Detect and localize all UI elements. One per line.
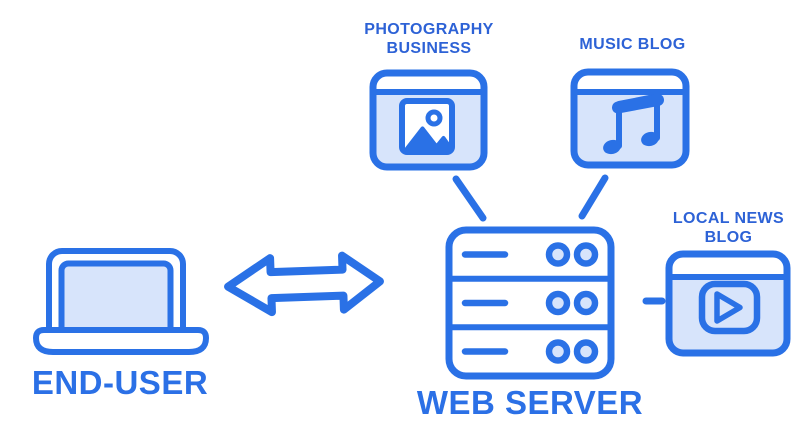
photo-image-glyph: [399, 98, 455, 155]
web-server-label: WEB SERVER: [416, 384, 644, 421]
end-user-label: END-USER: [31, 364, 209, 401]
browser-music-icon: [570, 68, 690, 169]
edge-music-to-server: [578, 174, 609, 220]
music-blog-label: MUSIC BLOG: [579, 36, 686, 53]
server-row-2: [461, 290, 599, 316]
browser-video-icon: [665, 250, 791, 357]
server-row-3: [461, 339, 599, 364]
photography-business-label: PHOTOGRAPHY BUSINESS: [364, 21, 494, 57]
edge-photography-to-server: [452, 175, 487, 222]
browser-photo-icon: [369, 69, 488, 171]
video-play-glyph: [698, 280, 761, 335]
bidirectional-arrow-icon: [224, 251, 384, 317]
laptop-icon: [33, 248, 209, 355]
music-note-glyph: [603, 93, 664, 155]
server-row-1: [461, 242, 599, 267]
connector-lines: [452, 174, 666, 305]
server-icon: [445, 226, 615, 380]
local-news-blog-label: LOCAL NEWS BLOG: [672, 210, 785, 246]
